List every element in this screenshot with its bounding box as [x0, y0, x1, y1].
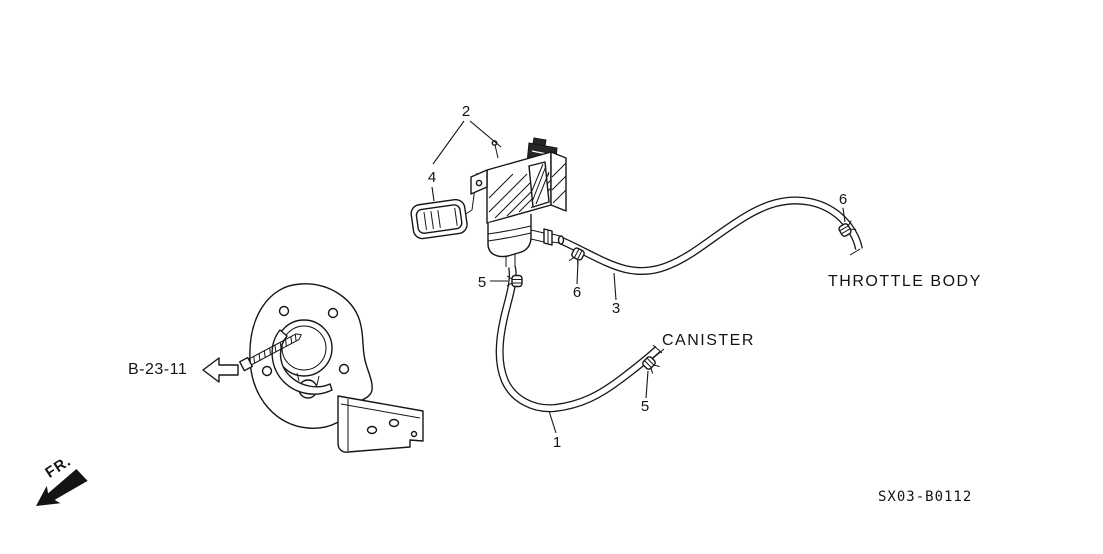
connector [410, 198, 468, 240]
callout-1: 1 [553, 434, 561, 451]
callout-6-hose: 6 [573, 284, 581, 301]
purge-control-solenoid-valve [463, 137, 567, 267]
bolt [239, 333, 302, 372]
clamp-5-lower [642, 356, 660, 374]
reference-arrow-icon [202, 357, 239, 383]
callout-3: 3 [612, 300, 620, 317]
callout-5-upper: 5 [478, 274, 486, 291]
diagram-code: SX03-B0112 [878, 489, 972, 505]
clamp-6-hose [568, 247, 585, 266]
hose-to-throttle-body [558, 196, 863, 276]
mounting-bracket [239, 283, 424, 453]
clamp-6-throttle [838, 220, 857, 237]
callout-5-lower: 5 [641, 398, 649, 415]
callout-6-throttle: 6 [839, 191, 847, 208]
callout-2: 2 [462, 103, 470, 120]
callout-4: 4 [428, 169, 436, 186]
canister-label: CANISTER [662, 332, 755, 349]
fr-direction-arrow: FR. [36, 452, 88, 506]
clamp-5-upper [506, 274, 523, 288]
leader-lines [431, 120, 846, 434]
throttle-body-label: THROTTLE BODY [828, 273, 982, 290]
reference-label: B-23-11 [128, 361, 187, 378]
